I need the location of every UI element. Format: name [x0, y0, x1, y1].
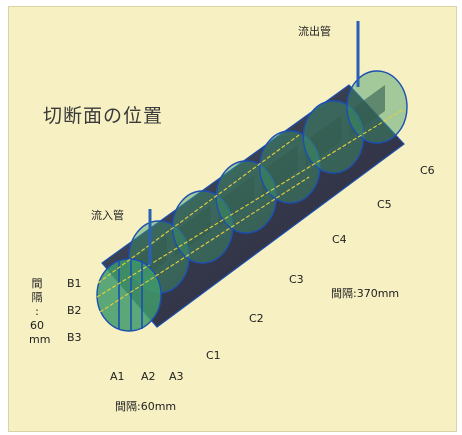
a3-label: A3 — [169, 370, 184, 383]
stair-block — [305, 115, 342, 167]
inlet-pipe-label: 流入管 — [91, 209, 124, 222]
c6-label: C6 — [420, 164, 435, 177]
c3-label: C3 — [289, 273, 304, 286]
b2-label: B2 — [67, 304, 82, 317]
b-section-lines — [96, 108, 405, 313]
stair-block — [261, 145, 298, 197]
transverse-spacing-label: 間隔:60mm — [115, 400, 177, 413]
a1-label: A1 — [110, 370, 125, 383]
outlet-pipe-label: 流出管 — [298, 25, 331, 38]
longitudinal-spacing-label: 間隔:370mm — [331, 287, 400, 300]
figure-panel: 切断面の位置 流出管 流入管 C6 C5 C4 C3 C2 C1 間隔:370m… — [8, 6, 457, 432]
b1-label: B1 — [67, 277, 82, 290]
b3-section-line — [99, 176, 310, 313]
c5-label: C5 — [377, 198, 392, 211]
front-cross-section — [96, 258, 162, 332]
stair-block — [218, 175, 255, 227]
c2-label: C2 — [249, 312, 264, 325]
a2-label: A2 — [141, 370, 156, 383]
diagram-title: 切断面の位置 — [43, 105, 164, 127]
stair-block — [349, 85, 385, 137]
b3-label: B3 — [67, 331, 82, 344]
c1-label: C1 — [206, 349, 221, 362]
c4-label: C4 — [332, 233, 347, 246]
stair-block — [174, 205, 211, 257]
cylinder-diagram — [96, 21, 408, 332]
vertical-spacing-label: 間 隔 : 60 mm — [29, 277, 51, 346]
a-section-lines — [118, 259, 143, 331]
cross-section-c6 — [346, 70, 408, 144]
